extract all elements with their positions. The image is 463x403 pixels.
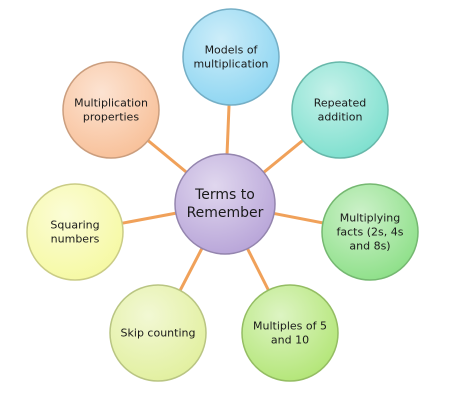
node-group: Models ofmultiplicationRepeatedadditionM…: [26, 8, 419, 382]
node-label-multiplying-facts-line-2: facts (2s, 4s: [337, 226, 404, 239]
node-circle-multiplication-properties: [62, 61, 160, 159]
center-node-circle: [174, 153, 276, 255]
node-circle-multiples-of-5-and-10: [241, 284, 339, 382]
node-label-multiplication-properties-line-1: Multiplication: [74, 97, 148, 110]
node-label-multiplying-facts-line-3: and 8s): [349, 240, 390, 253]
center-label-line-2: Remember: [187, 205, 264, 221]
node-circle-skip-counting: [109, 284, 207, 382]
node-circle-models-of-multiplication: [182, 8, 280, 106]
node-label-multiplication-properties-line-2: properties: [83, 111, 139, 124]
node-label-multiplying-facts-line-1: Multiplying: [340, 212, 400, 225]
node-label-skip-counting-line-1: Skip counting: [121, 327, 196, 340]
node-circle-squaring-numbers: [26, 183, 124, 281]
node-label-squaring-numbers-line-2: numbers: [51, 233, 100, 246]
node-label-repeated-addition-line-1: Repeated: [314, 97, 366, 110]
node-label-squaring-numbers-line-1: Squaring: [50, 219, 99, 232]
node-label-models-of-multiplication-line-2: multiplication: [193, 58, 268, 71]
center-node: Terms to Remember: [174, 153, 276, 255]
center-label-line-1: Terms to: [194, 187, 255, 203]
node-label-multiples-of-5-and-10-line-2: and 10: [271, 334, 309, 347]
node-label-models-of-multiplication-line-1: Models of: [205, 44, 259, 57]
node-circle-multiplying-facts: [321, 183, 419, 281]
node-circle-repeated-addition: [291, 61, 389, 159]
node-label-multiples-of-5-and-10-line-1: Multiples of 5: [253, 320, 327, 333]
node-label-repeated-addition-line-2: addition: [318, 111, 363, 124]
node-skip-counting: Skip counting: [109, 284, 207, 382]
